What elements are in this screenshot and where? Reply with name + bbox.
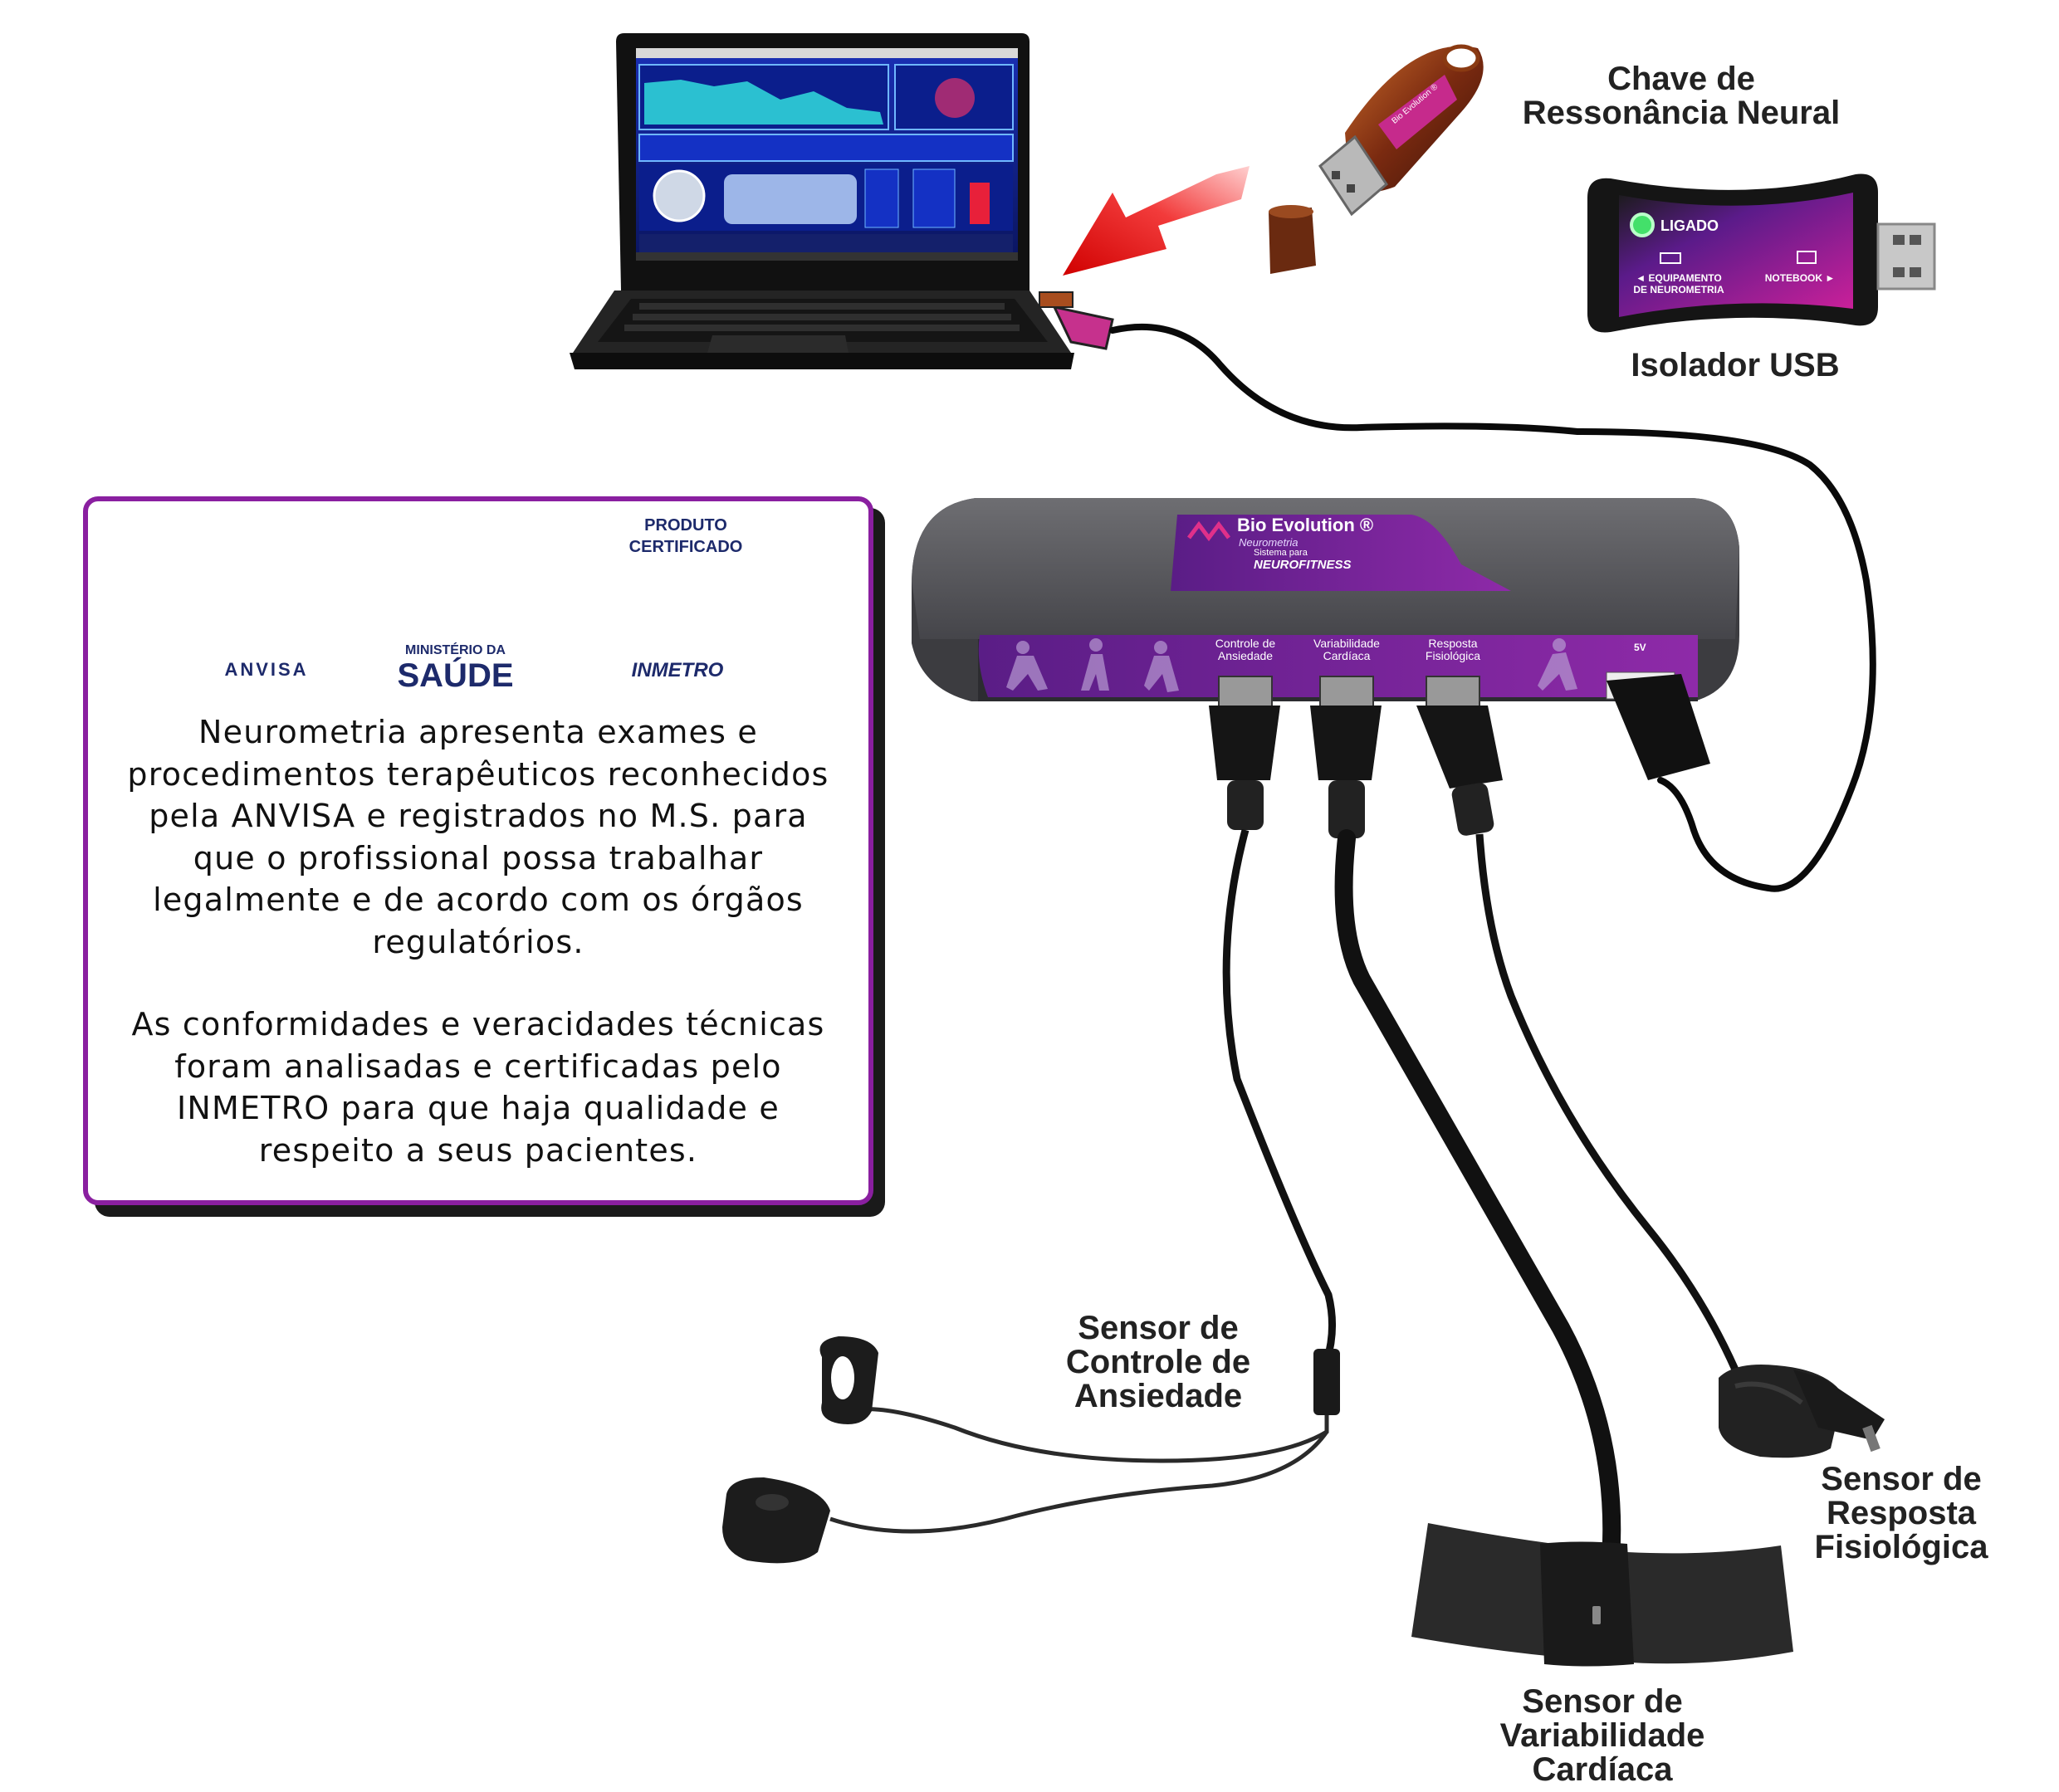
fitness-silhouettes-icon [1006,638,1577,692]
cable-resposta [1475,833,1739,1371]
device-port-label-variabilidade: Variabilidade Cardíaca [1313,637,1380,662]
cable-ansiedade [1222,828,1336,1363]
inmetro-caption: INMETRO [631,659,724,681]
laptop [570,33,1114,369]
device-icon [1660,252,1681,264]
isolator-status: LIGADO [1660,217,1719,234]
callout-sensor-ansiedade: Sensor de Controle de Ansiedade [1065,1310,1251,1414]
neurometria-device [912,498,1739,701]
device-power-label: 5V [1634,642,1646,653]
power-led-icon [1630,212,1655,237]
isolator-left-label: ◄ EQUIPAMENTO DE NEUROMETRIA [1633,272,1724,295]
certification-info-box: ANVISA MINISTÉRIO DA SAÚDE PRODUTO CERTI… [83,496,873,1205]
cable-variabilidade [1334,829,1621,1570]
callout-chave-ressonancia: Chave de Ressonância Neural [1522,61,1841,131]
device-port-label-resposta: Resposta Fisiológica [1425,637,1481,662]
usb-cable [1109,323,1876,892]
connector-usb-power [1607,674,1710,780]
callout-sensor-resposta: Sensor de Resposta Fisiológica [1814,1461,1988,1565]
saude-caption: SAÚDE [397,657,514,694]
info-paragraph-1: Neurometria apresenta exames e procedime… [127,714,829,960]
connector-left [1209,676,1280,830]
info-paragraph-2: As conformidades e veracidades técnicas … [131,1006,825,1169]
callout-sensor-variabilidade: Sensor de Variabilidade Cardíaca [1499,1683,1705,1788]
device-tagline-big: NEUROFITNESS [1254,558,1352,572]
hrv-chest-band [1411,1523,1793,1667]
device-brand: Bio Evolution ® [1237,515,1374,535]
response-sensor [1719,1365,1885,1458]
device-label-panel [1171,515,1511,591]
device-subtitle: Neurometria [1239,536,1298,549]
usb-key [1269,44,1484,274]
connector-right [1416,676,1503,836]
produto-caption: PRODUTO [644,516,727,535]
ministerio-caption: MINISTÉRIO DA [405,643,506,657]
device-port-label-ansiedade: Controle de Ansiedade [1215,637,1276,662]
isolator-right-label: NOTEBOOK ► [1764,272,1836,284]
insert-arrow-icon [1063,166,1250,276]
device-tagline-small: Sistema para [1254,548,1308,558]
anxiety-sensor [722,1336,1340,1564]
usb-isolator [1587,173,1936,333]
anvisa-caption: ANVISA [224,659,309,680]
callout-isolador-usb: Isolador USB [1631,347,1840,383]
connector-middle [1310,676,1382,838]
certificado-caption: CERTIFICADO [628,538,743,556]
notebook-icon [1797,251,1817,264]
